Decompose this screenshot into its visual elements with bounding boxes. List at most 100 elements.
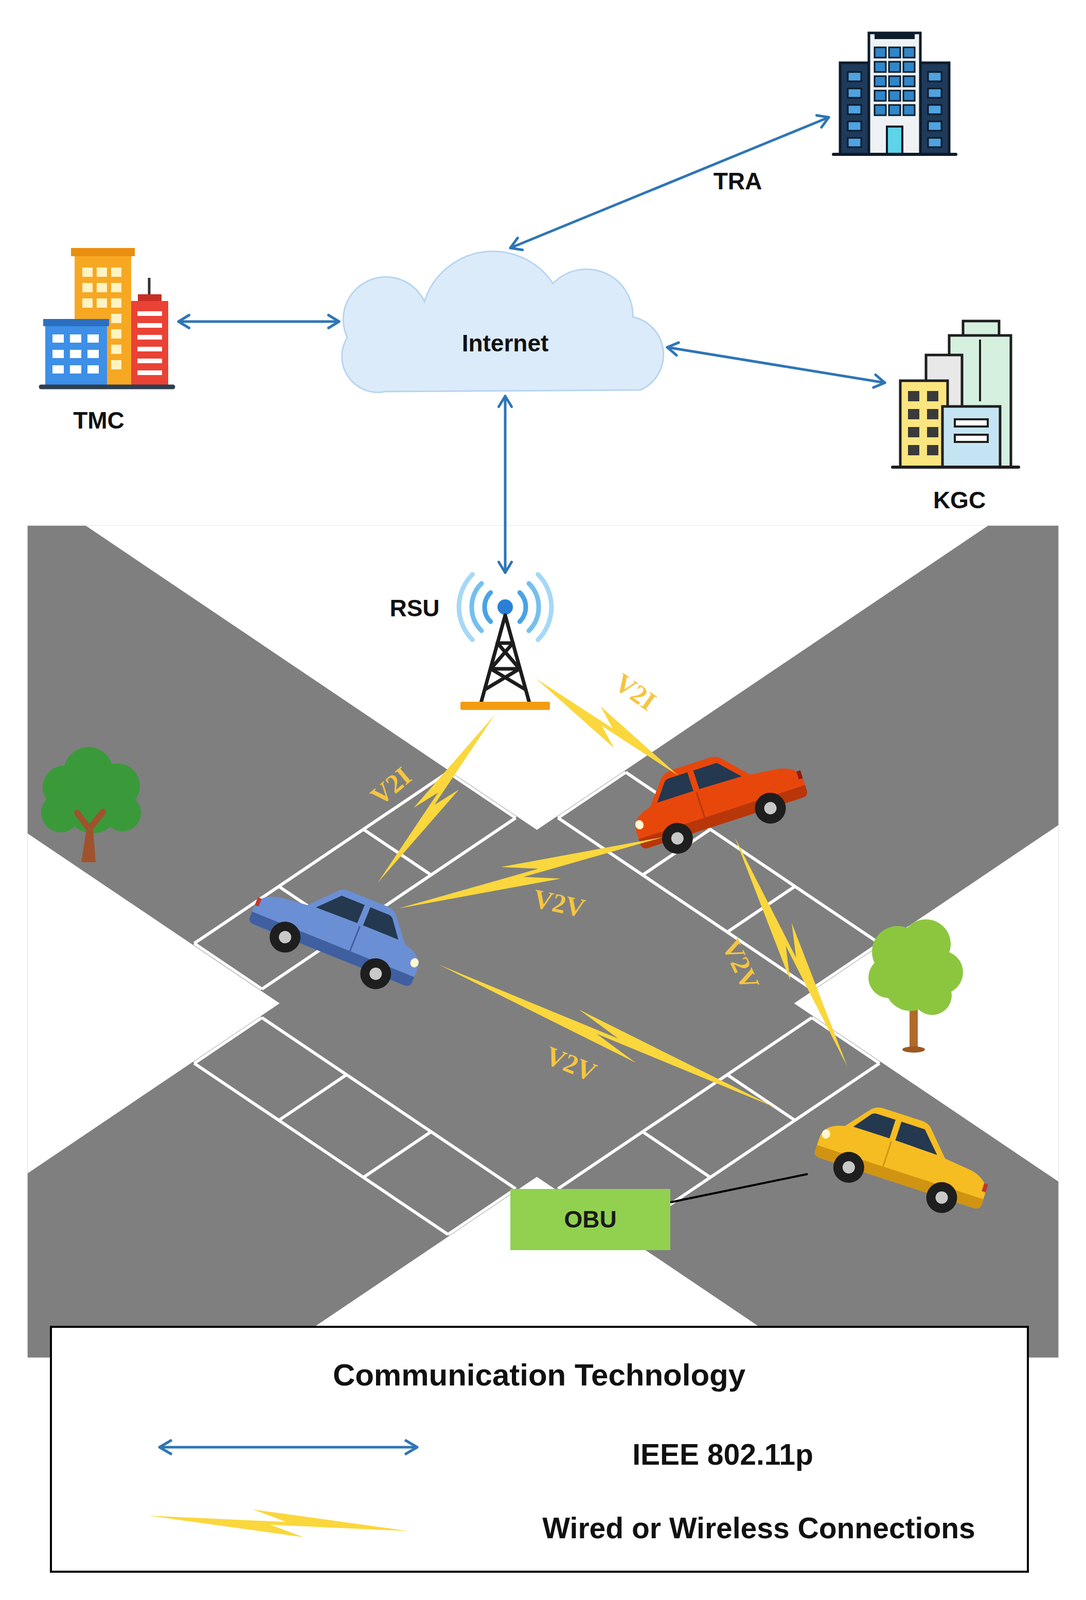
tmc-building-icon [43, 318, 110, 327]
tmc-building-icon [111, 344, 122, 354]
red-car [751, 788, 791, 828]
tra-building-icon [928, 137, 942, 148]
wireless-link [377, 678, 848, 1108]
tra-building-icon [874, 47, 886, 58]
kgc-building-icon [942, 406, 1001, 468]
tra-building-icon [840, 62, 869, 155]
tree [868, 956, 910, 999]
tmc-building-icon [148, 277, 151, 296]
rsu-tower-icon [519, 592, 526, 622]
tra-building-icon [888, 47, 901, 58]
rsu-tower-icon [490, 643, 513, 669]
yellow-car [922, 1178, 962, 1218]
road-marking [642, 1131, 711, 1178]
node-label: TRA [713, 167, 763, 195]
kgc-building-icon [900, 380, 948, 468]
node-label: TMC [73, 406, 125, 435]
legend-sample [159, 1439, 418, 1455]
tra-building-icon [874, 90, 886, 101]
yellow-car [933, 1189, 950, 1206]
yellow-car [981, 1183, 989, 1193]
tra-building-icon [833, 32, 956, 155]
blue-car [408, 956, 421, 969]
rsu-tower-icon [528, 583, 539, 631]
connector-arrow [667, 342, 885, 388]
blue-car [363, 906, 406, 940]
tmc-building-icon [69, 334, 82, 343]
tmc-building-icon [82, 282, 93, 293]
tmc-building-icon [96, 282, 108, 293]
tmc-building-icon [82, 298, 93, 308]
kgc-building-icon [908, 408, 920, 420]
blue-car [315, 888, 365, 924]
tree [868, 919, 964, 1053]
yellow-car [813, 1092, 1001, 1210]
red-car [669, 830, 686, 846]
node-label: RSU [389, 594, 440, 622]
tmc-building-icon [41, 247, 173, 387]
arrowhead [499, 396, 512, 407]
red-car [634, 819, 646, 831]
blue-car [242, 860, 436, 1003]
road-marking [193, 1063, 448, 1235]
tmc-building-icon [137, 370, 163, 376]
tra-building-icon [903, 47, 915, 58]
connector-arrow [178, 315, 340, 329]
tra-building-icon [847, 72, 862, 82]
road-marking [558, 772, 627, 818]
tra-building-icon [928, 88, 942, 98]
tra-building-icon [928, 104, 942, 115]
connector-line [667, 347, 885, 383]
kgc-building-icon [978, 339, 982, 402]
kgc-building-icon [908, 444, 920, 456]
arrowhead [499, 562, 512, 574]
red-car [693, 756, 742, 791]
tmc-building-icon [52, 334, 64, 343]
blue-car [276, 929, 293, 946]
tmc-building-icon [69, 365, 82, 374]
tra-building-icon [868, 32, 921, 155]
legend-sample [148, 1509, 409, 1538]
red-car [651, 772, 694, 803]
kgc-building-icon [892, 465, 1019, 469]
rsu-tower-icon [484, 592, 491, 622]
legend-title: Communication Technology [332, 1357, 746, 1393]
blue-car [349, 926, 360, 951]
tra-building-icon [903, 61, 915, 73]
node-label: Internet [461, 329, 549, 358]
kgc-building-icon [892, 321, 1019, 468]
lightning-bolt [398, 837, 664, 909]
road-marking [448, 1188, 516, 1235]
kgc-building-icon [954, 434, 988, 442]
kgc-building-icon [927, 390, 939, 402]
yellow-car [841, 1159, 857, 1175]
red-car [621, 732, 809, 850]
tree [912, 975, 952, 1016]
tra-building-icon [888, 61, 901, 73]
road-marking [193, 943, 262, 990]
tra-building-icon [847, 88, 862, 98]
kgc-building-icon [908, 390, 920, 402]
tra-building-icon [928, 121, 942, 131]
arrowhead [178, 315, 190, 329]
road-marking [448, 772, 516, 818]
red-car [762, 800, 778, 816]
tmc-building-icon [137, 346, 163, 352]
tmc-building-icon [69, 349, 82, 359]
yellow-car [853, 1108, 896, 1139]
tmc-building-icon [52, 349, 64, 359]
tra-building-icon [920, 62, 950, 155]
tmc-building-icon [137, 294, 162, 302]
node-label: OBU [563, 1205, 617, 1234]
legend-sample [159, 1439, 172, 1455]
yellow-car [829, 1147, 869, 1187]
road-marking [193, 1017, 262, 1064]
rsu-tower-icon [481, 615, 530, 703]
tmc-building-icon [82, 267, 93, 277]
blue-car [254, 897, 262, 907]
tmc-building: TMC [38, 247, 176, 391]
cloud-shape [336, 244, 674, 394]
tra-building-icon [847, 137, 862, 148]
tmc-building-icon [111, 267, 122, 277]
kgc-building-icon [908, 426, 920, 438]
